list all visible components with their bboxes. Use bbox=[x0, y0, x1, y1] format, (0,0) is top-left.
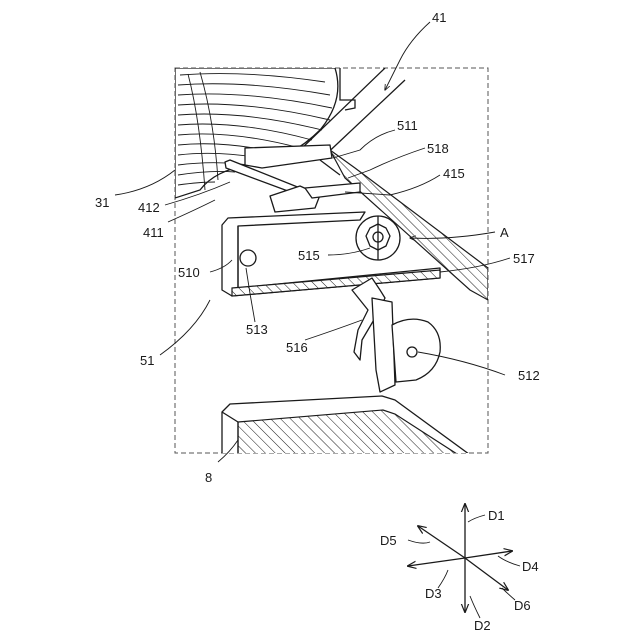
member-8 bbox=[222, 396, 488, 480]
direction-d6: D6 bbox=[514, 598, 531, 613]
label-412: 412 bbox=[138, 200, 160, 215]
direction-d3: D3 bbox=[425, 586, 442, 601]
lever-516 bbox=[352, 278, 395, 392]
label-8: 8 bbox=[205, 470, 212, 485]
direction-d4: D4 bbox=[522, 559, 539, 574]
member-41 bbox=[300, 68, 488, 300]
part-512 bbox=[392, 319, 440, 382]
label-411: 411 bbox=[143, 225, 164, 240]
label-513: 513 bbox=[246, 322, 268, 337]
label-512: 512 bbox=[518, 368, 540, 383]
label-415: 415 bbox=[443, 166, 465, 181]
label-31: 31 bbox=[95, 195, 109, 210]
label-518: 518 bbox=[427, 141, 449, 156]
label-510: 510 bbox=[178, 265, 200, 280]
label-515: 515 bbox=[298, 248, 320, 263]
label-41: 41 bbox=[432, 10, 446, 25]
label-516: 516 bbox=[286, 340, 308, 355]
label-A: A bbox=[500, 225, 509, 240]
label-517: 517 bbox=[513, 251, 535, 266]
member-518 bbox=[305, 183, 360, 198]
direction-d5: D5 bbox=[380, 533, 397, 548]
gear-515 bbox=[356, 216, 400, 260]
direction-d2: D2 bbox=[474, 618, 491, 633]
direction-d1: D1 bbox=[488, 508, 505, 523]
direction-indicator: D1 D5 D4 D3 D6 D2 bbox=[380, 504, 539, 633]
label-511: 511 bbox=[397, 118, 418, 133]
label-51: 51 bbox=[140, 353, 154, 368]
